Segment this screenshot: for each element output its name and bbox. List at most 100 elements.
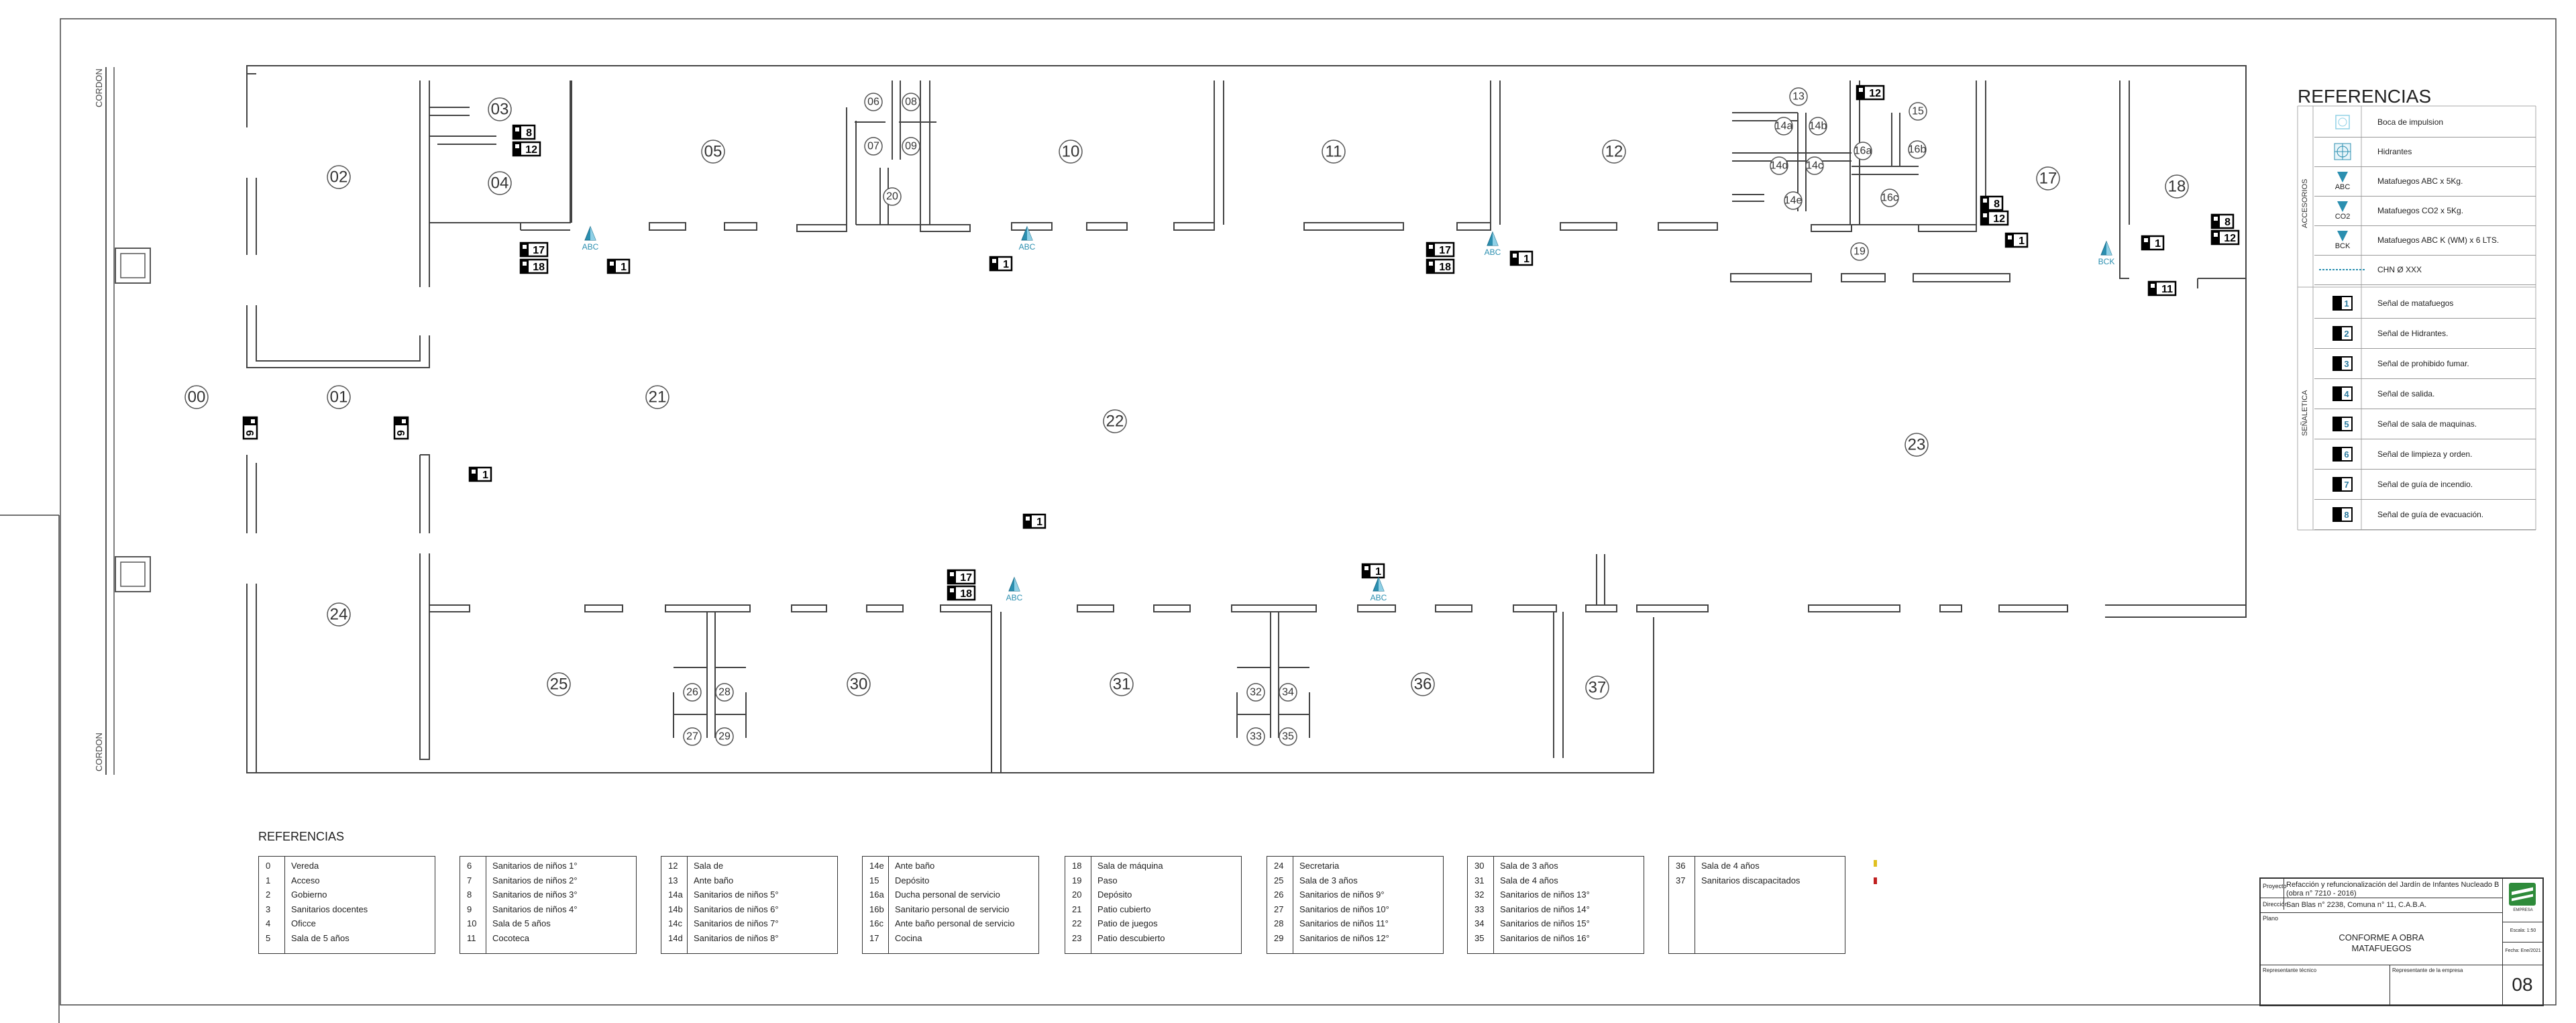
room-code: 14a — [668, 890, 683, 900]
room-name: Sanitarios de niños 8° — [694, 932, 779, 943]
address-label: Dirección — [2263, 901, 2288, 908]
svg-text:05: 05 — [704, 143, 722, 161]
svg-text:34: 34 — [1282, 687, 1294, 698]
room-number: 00 — [184, 385, 209, 409]
legend-text: Señal de guía de evacuación. — [2377, 510, 2484, 519]
svg-text:12: 12 — [1993, 213, 2005, 225]
svg-text:33: 33 — [1250, 731, 1262, 743]
room-name: Ante baño — [694, 875, 734, 885]
room-code: 36 — [1676, 861, 1686, 871]
extinguisher-icon: CO2 — [2314, 201, 2371, 221]
signal-sign: 8 — [2210, 213, 2235, 229]
svg-text:ABC: ABC — [1006, 593, 1023, 602]
room-code: 17 — [869, 932, 879, 943]
room-code: 11 — [467, 932, 476, 943]
room-name: Sanitarios de niños 2° — [492, 875, 578, 885]
room-number: 32 — [1246, 683, 1265, 702]
room-code: 3 — [266, 904, 271, 914]
reference-row: 5 Sala de 5 años — [259, 931, 435, 945]
room-number: 25 — [547, 672, 571, 696]
signal-number: 8 — [2344, 509, 2349, 520]
room-name: Vereda — [291, 861, 319, 871]
room-code: 21 — [1072, 904, 1082, 914]
room-number: 12 — [1602, 140, 1626, 164]
room-name: Sanitarios de niños 1° — [492, 861, 578, 871]
date: Fecha: Ene/2021 — [2505, 949, 2541, 953]
svg-text:18: 18 — [533, 262, 545, 273]
technical-rep: Representante técnico — [2263, 967, 2317, 973]
room-name: Sala de 5 años — [492, 918, 551, 928]
room-name: Sala de 3 años — [1500, 861, 1558, 871]
svg-text:09: 09 — [905, 141, 917, 152]
room-name: Ante baño personal de servicio — [895, 918, 1015, 928]
svg-text:06: 06 — [867, 97, 879, 108]
room-references-title: REFERENCIAS — [258, 830, 345, 843]
room-name: Paso — [1097, 875, 1118, 885]
legend-text: Señal de Hidrantes. — [2377, 329, 2449, 338]
signal-sign: 18 — [947, 585, 976, 601]
svg-text:30: 30 — [850, 676, 868, 694]
room-number: 34 — [1279, 683, 1297, 702]
room-number: 16a — [1854, 142, 1872, 160]
room-number: 14d — [1770, 156, 1788, 175]
svg-text:03: 03 — [491, 101, 509, 119]
room-name: Sala de 5 años — [291, 932, 350, 943]
legend-grid — [2297, 105, 2536, 531]
svg-text:32: 32 — [1250, 687, 1262, 698]
room-code: 33 — [1474, 904, 1485, 914]
logo-caption: EMPRESA — [2513, 908, 2533, 912]
room-code: 16b — [869, 904, 884, 914]
room-code: 5 — [266, 932, 271, 943]
room-name: Patio de juegos — [1097, 918, 1158, 928]
room-name: Sanitarios docentes — [291, 904, 368, 914]
room-number: 15 — [1909, 102, 1927, 121]
extinguisher-icon: ABC — [1019, 225, 1036, 252]
signal-sign: 8 — [1980, 195, 2004, 211]
reference-row: 3 Sanitarios docentes — [259, 902, 435, 916]
room-name: Sanitarios de niños 16° — [1500, 932, 1590, 943]
svg-text:ABC: ABC — [1019, 242, 1036, 252]
room-code: 20 — [1072, 890, 1082, 900]
room-name: Cocina — [895, 932, 922, 943]
room-number: 14e — [1784, 191, 1803, 210]
project-text: Refacción y refuncionalización del Jardí… — [2286, 881, 2500, 898]
room-number: 01 — [327, 385, 351, 409]
room-number: 16b — [1908, 140, 1927, 159]
room-code: 27 — [1274, 904, 1284, 914]
room-number: 16c — [1880, 189, 1899, 207]
room-code: 14b — [668, 904, 683, 914]
svg-text:17: 17 — [2039, 170, 2057, 188]
room-number: 11 — [1322, 140, 1346, 164]
signal-sign: 17 — [519, 241, 549, 258]
room-name: Ducha personal de servicio — [895, 890, 1000, 900]
street-label: CORDON — [94, 68, 104, 107]
room-number: 35 — [1279, 727, 1297, 746]
room-code: 24 — [1274, 861, 1284, 871]
svg-text:22: 22 — [1106, 413, 1124, 431]
room-name: Sanitarios de niños 12° — [1299, 932, 1389, 943]
room-code: 14c — [668, 918, 682, 928]
signal-icon: 4 — [2314, 386, 2371, 401]
signal-icon: 7 — [2314, 477, 2371, 492]
signal-icon: 6 — [2314, 447, 2371, 462]
legend-text: Señal de guía de incendio. — [2377, 480, 2473, 489]
plan-label: Plano — [2263, 915, 2279, 922]
room-number: 23 — [1904, 433, 1929, 457]
signal-sign: 17 — [1426, 241, 1455, 258]
svg-text:1: 1 — [2019, 235, 2025, 247]
